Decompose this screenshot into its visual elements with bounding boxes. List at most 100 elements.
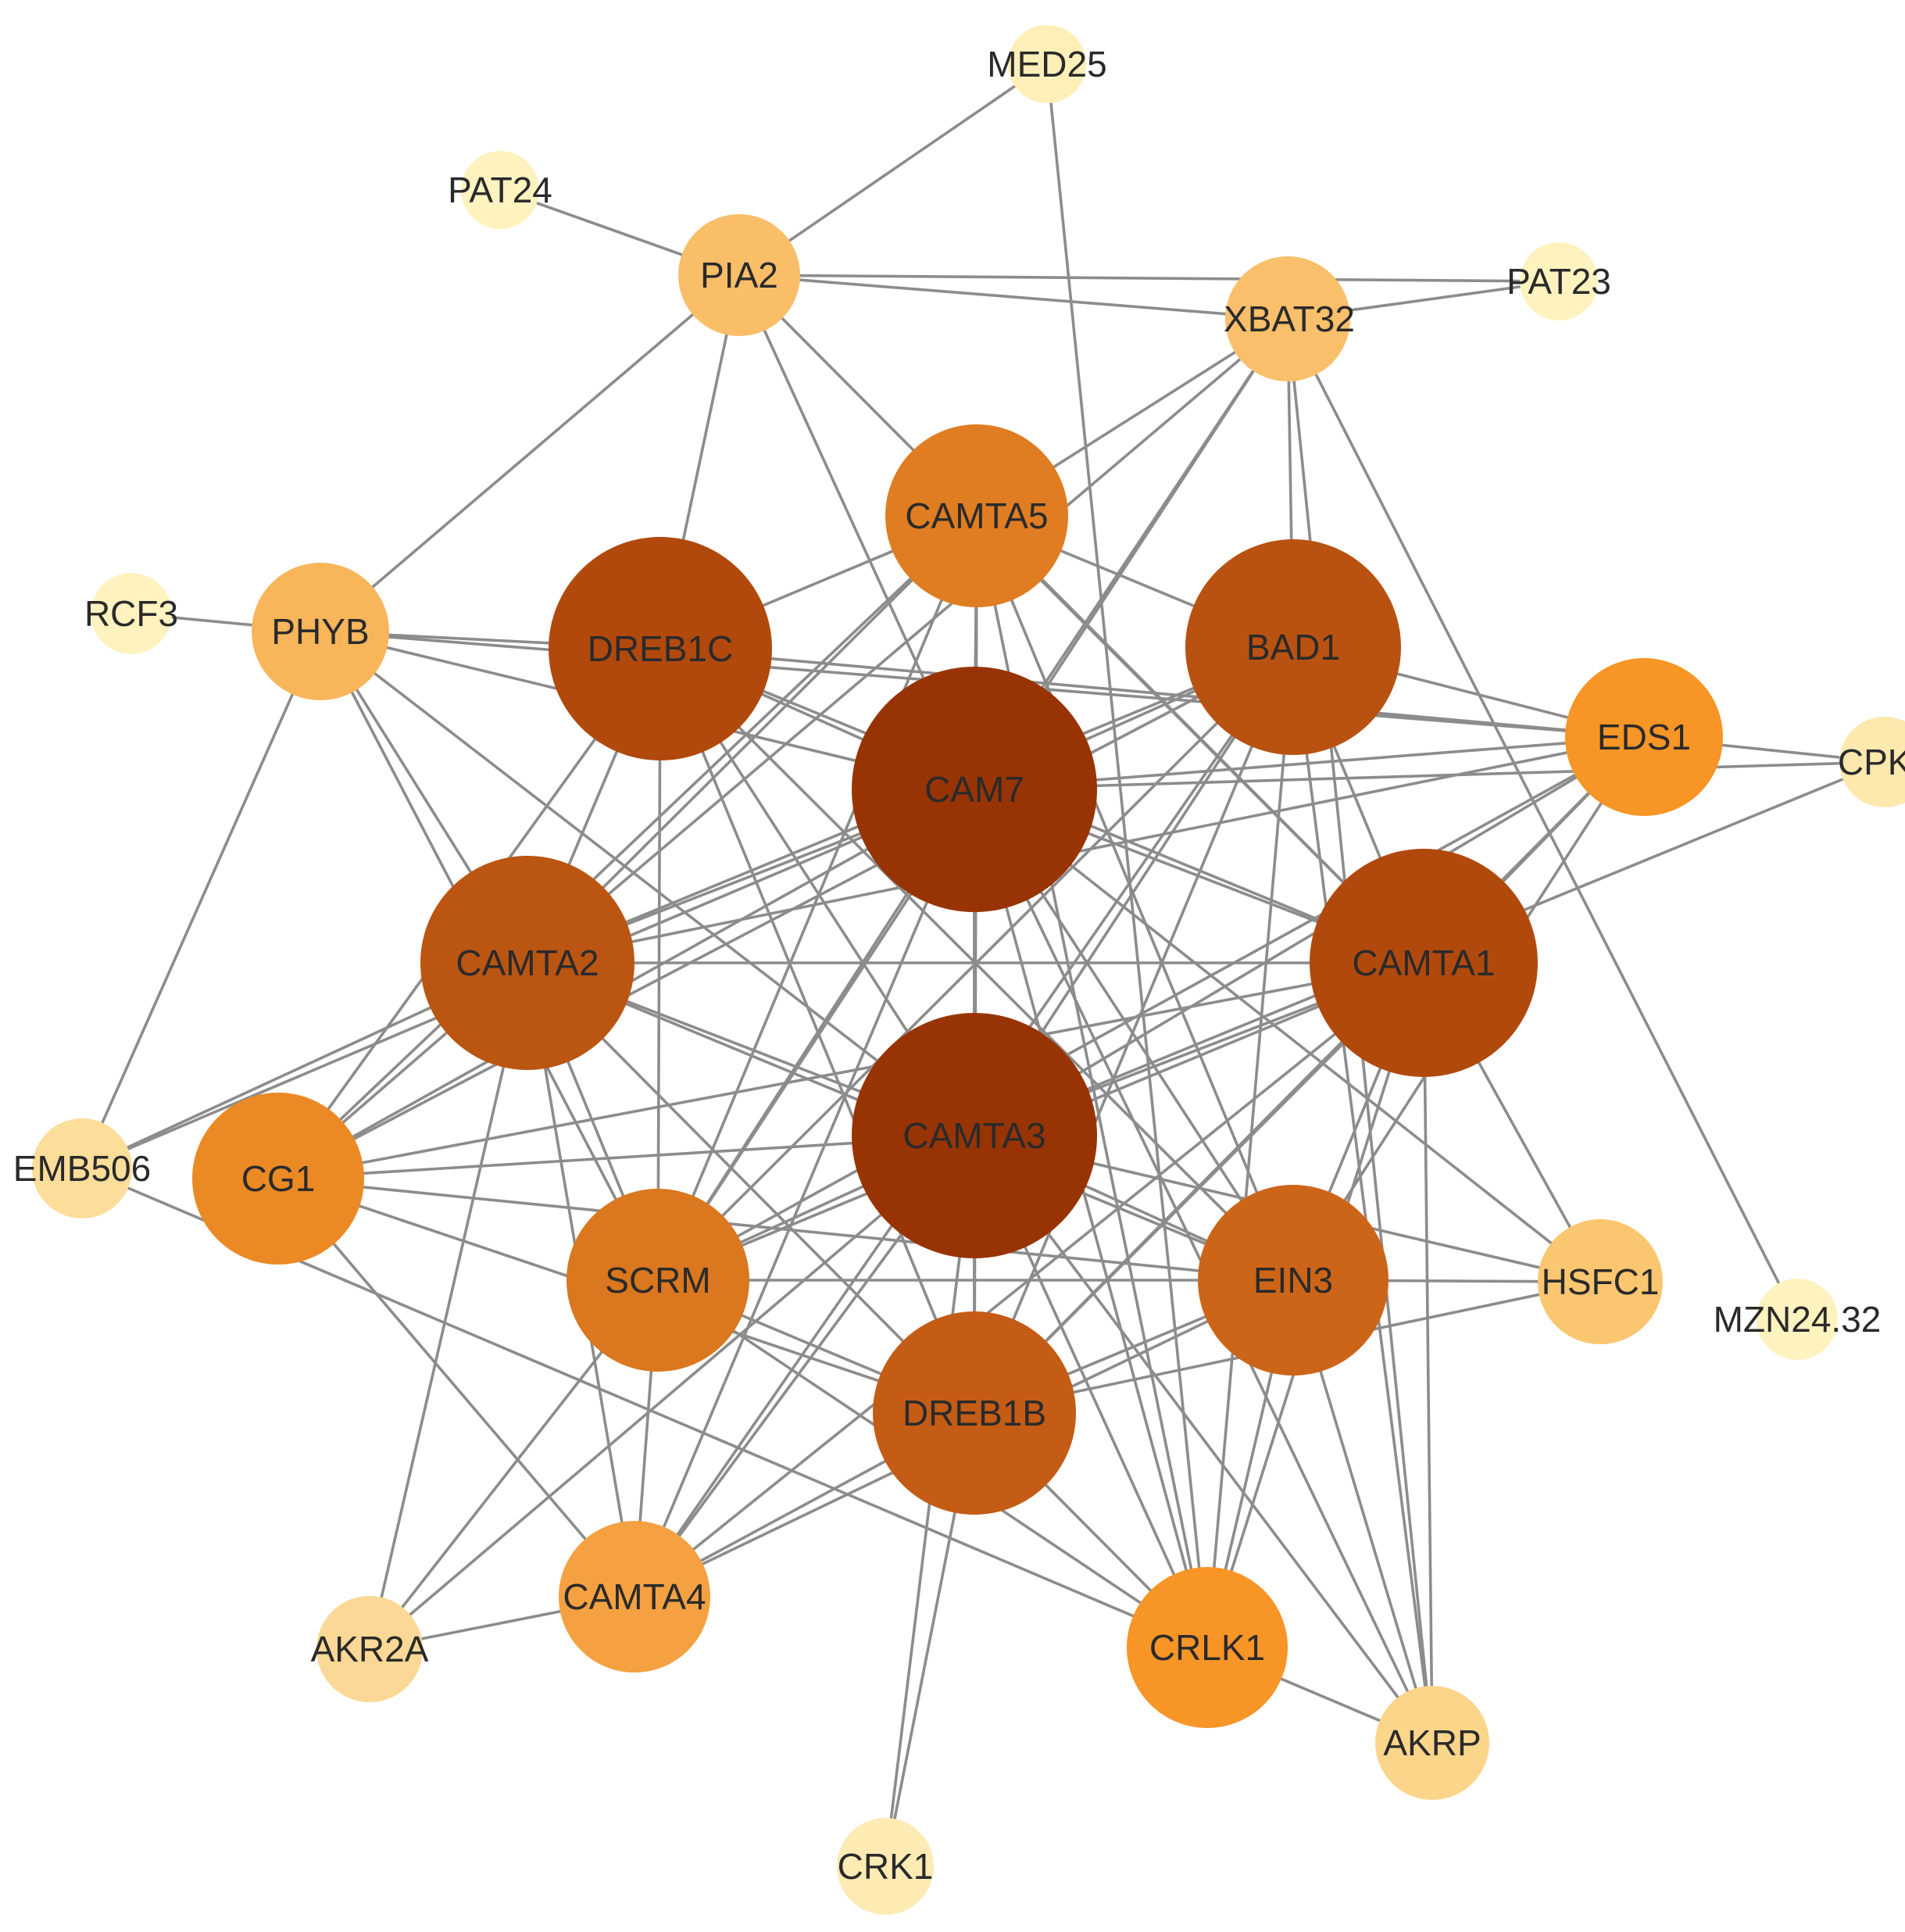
node-label-crk1: CRK1 (838, 1846, 934, 1887)
edge-bad1-akrp (1292, 646, 1434, 1744)
node-circle-eds1 (1565, 658, 1723, 816)
node-label-cg1: CG1 (241, 1158, 316, 1199)
node-label-camta2: CAMTA2 (456, 943, 599, 983)
edge-camta1-cg1 (277, 961, 1424, 1180)
node-camta5: CAMTA5 (885, 424, 1068, 607)
edge-cg1-camta4 (277, 1177, 636, 1598)
node-circle-crlk1 (1127, 1567, 1288, 1728)
edge-dreb1c-eds1 (659, 647, 1645, 739)
node-cg1: CG1 (192, 1093, 364, 1265)
edge-camta5-ein3 (975, 515, 1295, 1281)
edge-phyb-emb506 (80, 631, 322, 1169)
node-circle-cg1 (192, 1093, 364, 1265)
edge-camta3-akr2a (368, 1134, 976, 1651)
node-label-med25: MED25 (987, 44, 1106, 84)
node-label-camta1: CAMTA1 (1352, 943, 1495, 983)
node-cam7: CAM7 (852, 667, 1097, 912)
edge-cpk1-cam7 (974, 760, 1885, 791)
node-pat23: PAT23 (1506, 242, 1611, 320)
node-camta3: CAMTA3 (852, 1013, 1097, 1258)
node-circle-pat24 (461, 151, 539, 229)
node-label-emb506: EMB506 (13, 1148, 151, 1189)
node-circle-pia2 (678, 214, 800, 336)
node-label-akr2a: AKR2A (311, 1629, 429, 1669)
node-circle-camta2 (420, 856, 634, 1070)
node-ein3: EIN3 (1198, 1185, 1389, 1376)
edge-camta3-akrp (973, 1134, 1434, 1744)
node-label-pat24: PAT24 (448, 170, 552, 210)
node-hsfc1: HSFC1 (1538, 1219, 1663, 1344)
edge-bad1-cg1 (277, 646, 1294, 1180)
node-label-cam7: CAM7 (924, 769, 1024, 810)
node-circle-camta3 (852, 1013, 1097, 1258)
node-circle-bad1 (1185, 539, 1401, 755)
node-circle-camta1 (1310, 849, 1538, 1077)
node-label-camta5: CAMTA5 (905, 496, 1048, 536)
node-label-scrm: SCRM (605, 1260, 710, 1301)
node-bad1: BAD1 (1185, 539, 1401, 755)
node-label-rcf3: RCF3 (84, 593, 178, 634)
node-crk1: CRK1 (837, 1818, 934, 1915)
node-label-camta3: CAMTA3 (902, 1115, 1045, 1156)
edge-camta1-akrp (1422, 962, 1434, 1744)
node-scrm: SCRM (566, 1189, 749, 1372)
node-pia2: PIA2 (678, 214, 800, 336)
node-dreb1b: DREB1B (873, 1311, 1076, 1515)
edge-pia2-xbat32 (738, 274, 1288, 320)
edge-bad1-dreb1b (973, 646, 1295, 1414)
node-label-ein3: EIN3 (1253, 1260, 1333, 1301)
edge-pia2-phyb (319, 274, 741, 633)
node-pat24: PAT24 (448, 151, 552, 229)
node-label-mzn24-32: MZN24.32 (1714, 1299, 1882, 1340)
edge-layer (80, 63, 1885, 1867)
node-med25: MED25 (987, 25, 1107, 103)
node-circle-hsfc1 (1538, 1219, 1663, 1344)
edge-camta2-akr2a (368, 962, 529, 1650)
node-camta2: CAMTA2 (420, 856, 634, 1070)
node-circle-scrm (566, 1189, 749, 1372)
edge-med25-pia2 (738, 63, 1049, 277)
node-eds1: EDS1 (1565, 658, 1723, 816)
edge-cam7-crlk1 (973, 789, 1209, 1648)
node-circle-ein3 (1198, 1185, 1389, 1376)
node-phyb: PHYB (252, 563, 389, 700)
edge-cam7-hsfc1 (973, 788, 1602, 1283)
node-label-xbat32: XBAT32 (1224, 299, 1355, 339)
node-circle-dreb1b (873, 1311, 1076, 1515)
node-circle-cpk1 (1839, 717, 1905, 807)
node-circle-camta4 (559, 1521, 710, 1673)
node-circle-pat23 (1520, 242, 1598, 320)
node-circle-med25 (1008, 25, 1086, 103)
node-camta1: CAMTA1 (1310, 849, 1538, 1077)
node-circle-cam7 (852, 667, 1097, 912)
node-circle-phyb (252, 563, 389, 700)
edge-xbat32-mzn24-32 (1286, 318, 1799, 1320)
node-label-dreb1b: DREB1B (902, 1393, 1046, 1433)
node-cpk1: CPK1 (1838, 717, 1905, 807)
node-circle-xbat32 (1225, 256, 1350, 381)
node-dreb1c: DREB1C (549, 537, 772, 760)
node-akrp: AKRP (1375, 1686, 1489, 1800)
node-label-eds1: EDS1 (1597, 717, 1691, 757)
node-crlk1: CRLK1 (1127, 1567, 1288, 1728)
node-label-akrp: AKRP (1383, 1723, 1481, 1763)
edge-eds1-scrm (657, 735, 1645, 1282)
edge-eds1-camta3 (974, 735, 1645, 1137)
node-circle-akrp (1375, 1686, 1489, 1800)
node-label-crlk1: CRLK1 (1149, 1627, 1265, 1668)
node-rcf3: RCF3 (84, 573, 178, 654)
node-circle-dreb1c (549, 537, 772, 760)
node-circle-rcf3 (91, 573, 172, 654)
node-emb506: EMB506 (13, 1118, 151, 1218)
edge-cam7-camta4 (633, 789, 976, 1597)
edge-camta5-cg1 (277, 514, 978, 1180)
node-label-camta4: CAMTA4 (563, 1576, 706, 1617)
node-label-pia2: PIA2 (700, 255, 778, 295)
edge-cg1-ein3 (277, 1177, 1294, 1282)
edge-bad1-crlk1 (1206, 646, 1295, 1648)
edge-pia2-pat23 (738, 274, 1560, 283)
node-circle-mzn24-32 (1757, 1279, 1838, 1360)
node-akr2a: AKR2A (311, 1596, 429, 1702)
